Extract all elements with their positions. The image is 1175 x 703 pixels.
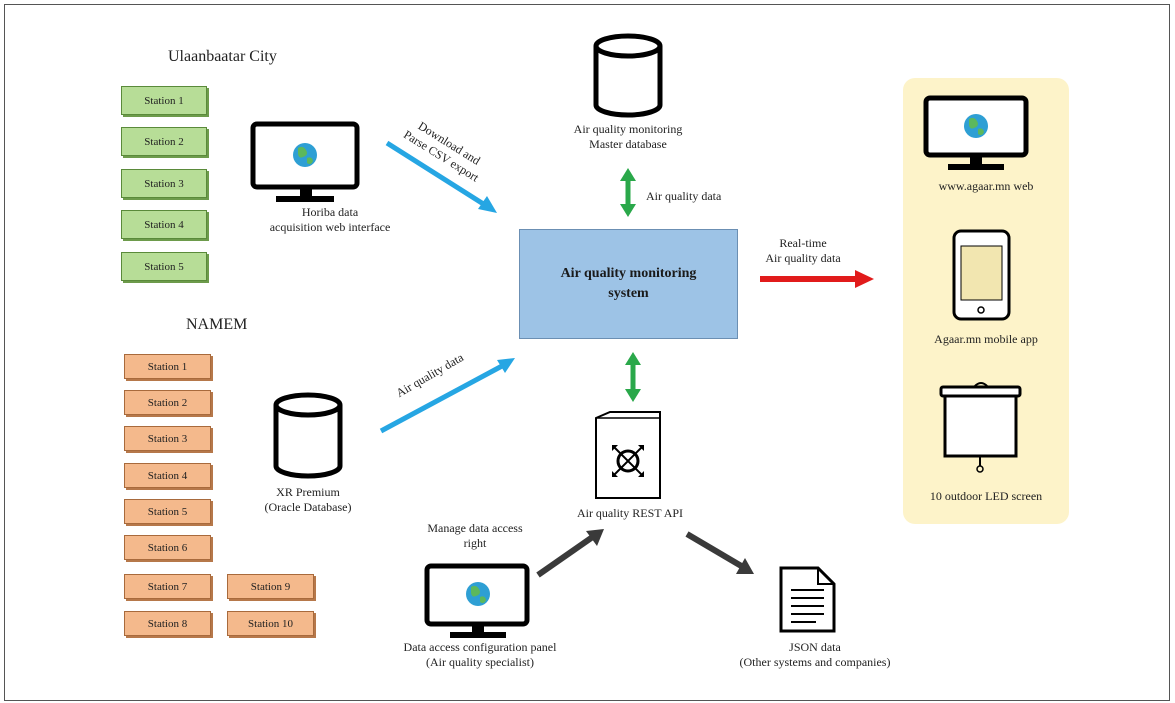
master-db-line-1: Air quality monitoring — [573, 122, 683, 136]
json-line-1: JSON data — [789, 640, 841, 654]
ub-station-1: Station 1 — [121, 86, 207, 115]
manage-line-1: Manage data access — [427, 521, 523, 535]
xr-line-2: (Oracle Database) — [264, 500, 352, 514]
ub-station-3: Station 3 — [121, 169, 207, 198]
web-monitor-icon — [923, 95, 1029, 170]
config-to-rest-arrow — [536, 529, 604, 578]
download-parse-arrow — [385, 140, 497, 213]
horiba-label-line-1: Horiba data — [301, 205, 359, 219]
json-label: JSON data (Other systems and companies) — [710, 640, 920, 670]
namem-station-2: Station 2 — [124, 390, 211, 415]
air-quality-monitoring-system: Air quality monitoring system — [519, 229, 738, 339]
xr-line-1: XR Premium — [276, 485, 340, 499]
realtime-line-2: Air quality data — [765, 251, 841, 265]
namem-station-4: Station 4 — [124, 463, 211, 488]
manage-line-2: right — [463, 536, 487, 550]
master-db-line-2: Master database — [589, 137, 667, 151]
master-database-icon — [593, 33, 663, 118]
diagram-frame — [4, 4, 1170, 701]
led-output-label: 10 outdoor LED screen — [929, 489, 1043, 503]
config-panel-line-2: (Air quality specialist) — [426, 655, 534, 669]
config-panel-line-1: Data access configuration panel — [403, 640, 557, 654]
xr-label: XR Premium (Oracle Database) — [238, 485, 378, 515]
realtime-arrow — [760, 270, 874, 288]
json-document-icon — [779, 566, 836, 633]
json-line-2: (Other systems and companies) — [739, 655, 891, 669]
xr-premium-database-icon — [273, 392, 343, 479]
rest-to-json-arrow — [685, 531, 754, 574]
center-line-1: Air quality monitoring — [560, 266, 697, 281]
led-screen-icon — [939, 382, 1022, 473]
namem-station-7: Station 7 — [124, 574, 211, 599]
horiba-label: Horiba data acquisition web interface — [255, 205, 405, 235]
ub-station-2: Station 2 — [121, 127, 207, 156]
system-rest-api-double-arrow — [625, 352, 641, 402]
namem-station-3: Station 3 — [124, 426, 211, 451]
config-panel-label: Data access configuration panel (Air qua… — [395, 640, 565, 670]
mobile-output-label: Agaar.mn mobile app — [934, 332, 1038, 346]
horiba-label-line-2: acquisition web interface — [269, 220, 391, 234]
mobile-phone-icon — [952, 229, 1011, 321]
web-output-label: www.agaar.mn web — [938, 179, 1034, 193]
namem-station-5: Station 5 — [124, 499, 211, 524]
namem-station-1: Station 1 — [124, 354, 211, 379]
horiba-monitor-icon — [250, 121, 360, 202]
namem-station-10: Station 10 — [227, 611, 314, 636]
rest-api-box-icon — [595, 411, 661, 499]
config-panel-monitor-icon — [424, 563, 530, 638]
xr-to-system-arrow — [379, 358, 515, 434]
ub-station-4: Station 4 — [121, 210, 207, 239]
master-db-label: Air quality monitoring Master database — [548, 122, 708, 152]
realtime-line-1: Real-time — [779, 236, 827, 250]
namem-title: NAMEM — [186, 316, 248, 333]
namem-station-9: Station 9 — [227, 574, 314, 599]
center-line-2: system — [608, 286, 649, 301]
namem-station-8: Station 8 — [124, 611, 211, 636]
manage-access-label: Manage data access right — [400, 521, 550, 551]
air-quality-data-top-label: Air quality data — [646, 189, 722, 203]
ub-station-5: Station 5 — [121, 252, 207, 281]
ulaanbaatar-title: Ulaanbaatar City — [168, 48, 277, 65]
realtime-label: Real-time Air quality data — [748, 236, 858, 266]
rest-api-label: Air quality REST API — [576, 506, 684, 520]
master-db-system-double-arrow — [620, 168, 636, 217]
namem-station-6: Station 6 — [124, 535, 211, 560]
